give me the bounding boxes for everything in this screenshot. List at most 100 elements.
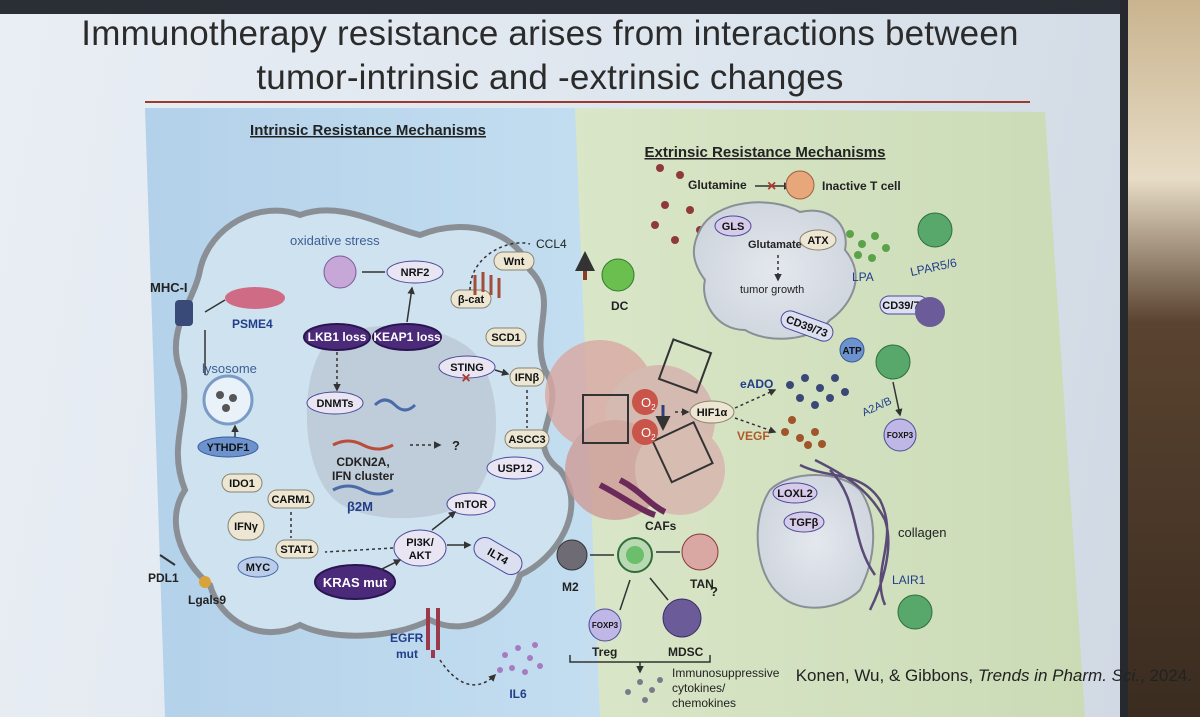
b2m-dna-icon	[332, 484, 394, 496]
vegf-particles	[781, 416, 826, 449]
foxp3-label-a: FOXP3	[887, 431, 914, 440]
lgals9-label: Lgals9	[188, 593, 226, 607]
ythdf1-node	[197, 436, 259, 458]
ythdf1-label: YTHDF1	[207, 442, 250, 454]
scd1-label: SCD1	[491, 332, 520, 344]
mhc-receptor-icon	[175, 300, 193, 326]
frizzled-receptor-icon	[473, 272, 501, 298]
keap1-loss-node	[372, 323, 442, 351]
egfr-label-1: EGFR	[390, 631, 424, 645]
ros-cluster-icon	[323, 255, 357, 289]
unknown-question-label: ?	[452, 438, 460, 453]
mtor-label: mTOR	[455, 499, 488, 511]
pi3k-label-2: AKT	[409, 550, 432, 562]
mdsc-label: MDSC	[668, 645, 704, 659]
dna-methylation-icon	[373, 398, 417, 412]
mdsc-question-label: ?	[710, 584, 718, 599]
ido1-label: IDO1	[229, 478, 255, 490]
treg-label: Treg	[592, 645, 617, 659]
cytokines-label-3: chemokines	[672, 696, 736, 710]
cdkn2a-label-2: IFN cluster	[332, 469, 394, 483]
b2m-label: β2M	[347, 499, 373, 514]
dc-label: DC	[611, 299, 629, 313]
hypoxic-cell-box	[651, 421, 714, 484]
hypoxic-cell-box	[582, 394, 629, 444]
glutamate-label: Glutamate	[748, 239, 802, 251]
cd39-node-a	[780, 310, 834, 342]
cd39-label-b: CD39/73	[882, 300, 925, 312]
bcat-node	[450, 289, 492, 309]
slide-title: Immunotherapy resistance arises from int…	[20, 12, 1080, 100]
slide-title-line-1: Immunotherapy resistance arises from int…	[81, 14, 1019, 53]
myc-node	[237, 556, 279, 578]
eado-label: eADO	[740, 377, 773, 391]
dendritic-cell-icon	[601, 258, 635, 292]
sting-label: STING	[450, 362, 484, 374]
ifng-node	[227, 511, 265, 541]
ilt4-node	[473, 537, 523, 575]
lysosome-icon	[202, 374, 254, 426]
treg-cell-icon	[588, 608, 622, 642]
mhc-label: MHC-I	[150, 280, 188, 295]
gls-node	[714, 215, 752, 237]
m2-label: M2	[562, 580, 579, 594]
hif1a-label: HIF1α	[697, 407, 728, 419]
cytokines-label-2: cytokines/	[672, 681, 726, 695]
atp-node	[839, 337, 865, 363]
foxp3-label-b: FOXP3	[592, 621, 619, 630]
tumor-growth-label: tumor growth	[740, 284, 804, 296]
a2a-t-cell-icon	[875, 344, 911, 380]
scd1-node	[485, 327, 527, 347]
usp12-label: USP12	[498, 463, 533, 475]
ccl4-label: CCL4	[536, 237, 567, 251]
lgals9-icon	[199, 576, 211, 588]
tan-label: TAN	[690, 577, 714, 591]
wnt-node	[493, 251, 535, 271]
oxidative-stress-label: oxidative stress	[290, 233, 380, 248]
cytokines-label-1: Immunosuppressive	[672, 666, 780, 680]
caf-fibroblast-icon	[598, 477, 667, 518]
loxl2-label: LOXL2	[777, 488, 812, 500]
ifnb-node	[509, 367, 545, 387]
pdl1-label: PDL1	[148, 571, 179, 585]
stat1-node	[275, 539, 319, 559]
foxp3-cell-icon-a	[883, 418, 917, 452]
kras-mut-label: KRAS mut	[323, 575, 388, 590]
room-wall	[1128, 0, 1200, 717]
mdsc-cell-icon	[662, 598, 702, 638]
intrinsic-heading: Intrinsic Resistance Mechanisms	[250, 122, 486, 139]
gls-label: GLS	[722, 221, 745, 233]
cytokine-particles	[625, 677, 663, 703]
citation-year: , 2024.	[1140, 666, 1192, 685]
hypoxic-cell-box	[657, 338, 713, 394]
ascc3-node	[504, 429, 550, 449]
egfr-receptor-icon	[426, 608, 440, 658]
slide-title-line-2: tumor-intrinsic and -extrinsic changes	[256, 58, 844, 97]
lpa-particles	[846, 230, 890, 262]
oxygen-label: O2	[641, 395, 656, 412]
tan-neutrophil-icon	[681, 533, 719, 571]
hif1a-node	[689, 400, 735, 424]
tgfb-node	[783, 511, 825, 533]
oxygen-bubble	[632, 419, 658, 445]
psme4-label: PSME4	[232, 317, 273, 331]
extrinsic-heading: Extrinsic Resistance Mechanisms	[645, 144, 886, 161]
title-underline	[145, 101, 1030, 103]
nrf2-node	[386, 260, 444, 284]
lkb1-loss-label: LKB1 loss	[308, 330, 367, 344]
egfr-label-2: mut	[396, 647, 418, 661]
wnt-label: Wnt	[504, 256, 525, 268]
carm1-label: CARM1	[271, 494, 310, 506]
adenosine-particles	[786, 374, 849, 409]
atp-label: ATP	[842, 346, 862, 357]
lkb1-loss-node	[303, 323, 371, 351]
cafs-label: CAFs	[645, 519, 677, 533]
citation: Konen, Wu, & Gibbons, Trends in Pharm. S…	[796, 666, 1192, 686]
room-ceiling	[0, 0, 1200, 14]
kras-mut-node	[314, 564, 396, 600]
dnmts-label: DNMTs	[316, 398, 353, 410]
oxygen-label: O2	[641, 425, 656, 442]
collagen-fibers	[799, 458, 890, 611]
psme4-proteasome-icon	[225, 287, 285, 309]
